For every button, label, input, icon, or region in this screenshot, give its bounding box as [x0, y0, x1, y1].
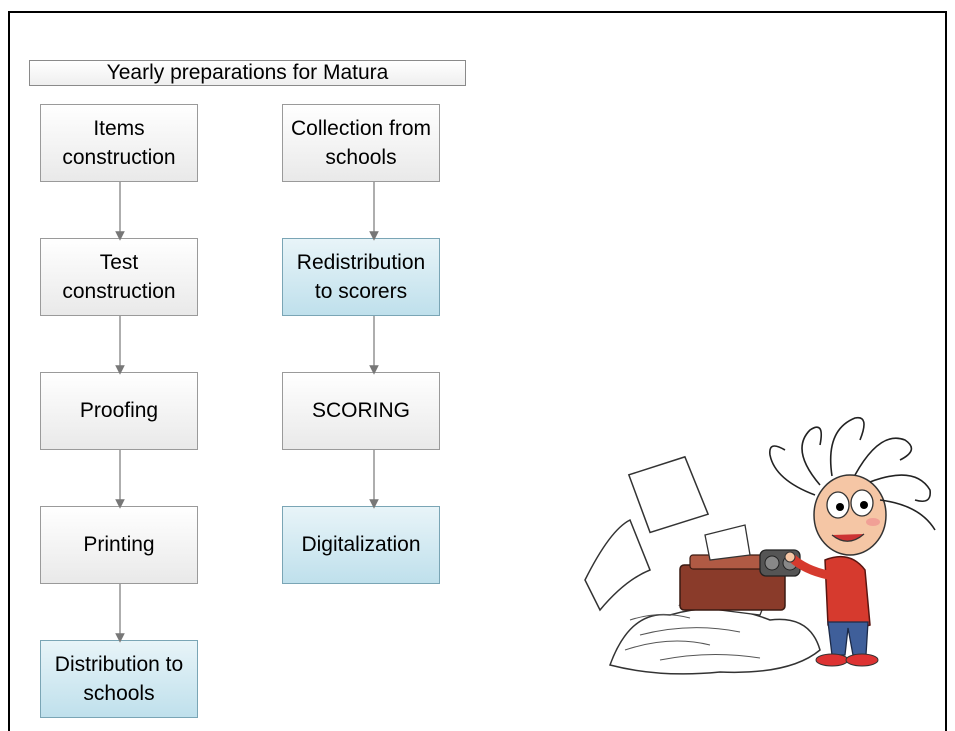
step-proofing: Proofing: [40, 372, 198, 450]
step-scoring: SCORING: [282, 372, 440, 450]
cartoon-illustration: [584, 416, 936, 675]
step-items-construction: Items construction: [40, 104, 198, 182]
step-distribution-to-schools: Distribution to schools: [40, 640, 198, 718]
step-redistribution-to-scorers: Redistribution to scorers: [282, 238, 440, 316]
step-test-construction: Test construction: [40, 238, 198, 316]
step-collection-from-schools: Collection from schools: [282, 104, 440, 182]
diagram-title: Yearly preparations for Matura: [29, 60, 466, 86]
step-printing: Printing: [40, 506, 198, 584]
step-digitalization: Digitalization: [282, 506, 440, 584]
